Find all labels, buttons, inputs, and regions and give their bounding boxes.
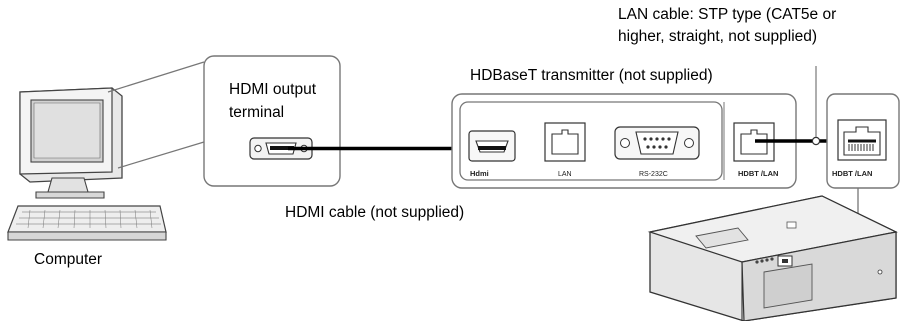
lan-cable-marker [811, 136, 821, 146]
hdmi-output-label-line1: HDMI output [229, 81, 317, 98]
transmitter-rs232c-port-icon [614, 126, 700, 160]
keyboard-icon [7, 205, 167, 241]
computer-callout-line [117, 141, 205, 169]
transmitter-rs232c-label: RS-232C [639, 171, 668, 178]
projector-hdbaset-lan-label: HDBT /LAN [832, 169, 872, 178]
transmitter-hdbaset-lan-label: HDBT /LAN [738, 169, 778, 178]
computer-monitor-icon [19, 87, 123, 199]
hdbaset-transmitter-label: HDBaseT transmitter (not supplied) [470, 67, 713, 84]
lan-cable-label-line1: LAN cable: STP type (CAT5e or [618, 6, 837, 23]
hdbaset-transmitter-inner-panel [459, 101, 723, 181]
transmitter-lan-label: LAN [558, 171, 572, 178]
lan-cable-label-line2: higher, straight, not supplied) [618, 28, 818, 45]
hdmi-output-label-line2: terminal [229, 104, 285, 121]
hdmi-cable-label: HDMI cable (not supplied) [285, 204, 465, 221]
transmitter-lan-port-icon [544, 122, 586, 162]
computer-label: Computer [34, 251, 103, 268]
transmitter-hdmi-label: Hdmi [470, 169, 489, 178]
projector-hdbaset-lan-port-icon [837, 119, 887, 161]
projector-icon [647, 195, 898, 321]
transmitter-hdmi-port-icon [468, 130, 516, 162]
